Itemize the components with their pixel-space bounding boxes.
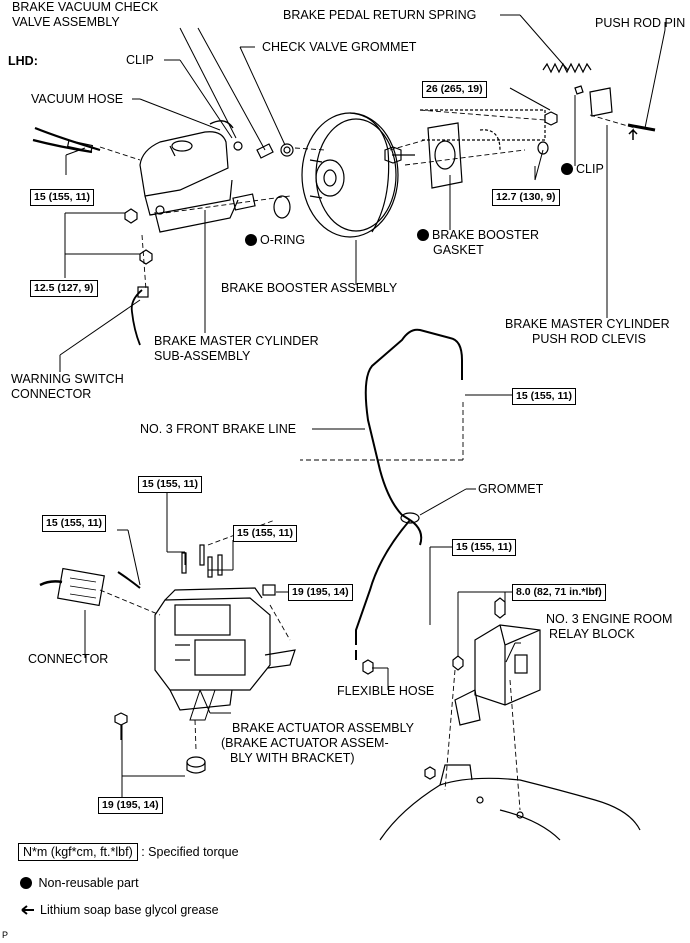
- label-vacuum-hose: VACUUM HOSE: [31, 92, 124, 106]
- label-o-ring: O-RING: [245, 233, 305, 248]
- label-brake-booster-gasket: BRAKE BOOSTER: [417, 228, 539, 243]
- legend-torque-box: N*m (kgf*cm, ft.*lbf): [18, 843, 138, 861]
- label-grommet: GROMMET: [478, 482, 544, 496]
- torque-spec-12-5: 12.5 (127, 9): [30, 280, 98, 297]
- label-brake-booster-gasket-line2: GASKET: [433, 243, 484, 257]
- brake-master-cylinder-drawing: [32, 120, 294, 346]
- label-push-rod-pin: PUSH ROD PIN: [595, 16, 686, 30]
- label-clip-right: CLIP: [561, 162, 604, 177]
- torque-spec-15-actuator-right: 15 (155, 11): [233, 525, 298, 542]
- non-reusable-dot-icon: [20, 877, 32, 889]
- dashed-guides: [99, 109, 636, 811]
- torque-spec-12-7: 12.7 (130, 9): [492, 189, 560, 206]
- legend-torque: N*m (kgf*cm, ft.*lbf) : Specified torque: [18, 843, 239, 861]
- label-o-ring-text: O-RING: [260, 233, 306, 247]
- legend-non-reusable: Non-reusable part: [20, 876, 139, 891]
- non-reusable-dot-icon: [561, 163, 573, 175]
- label-clip-right-text: CLIP: [576, 162, 604, 176]
- label-master-cylinder: BRAKE MASTER CYLINDER: [154, 334, 319, 348]
- torque-spec-19-bottom: 19 (195, 14): [98, 797, 163, 814]
- torque-spec-19-right: 19 (195, 14): [288, 584, 353, 601]
- label-check-valve-grommet: CHECK VALVE GROMMET: [262, 40, 417, 54]
- torque-spec-15-actuator-top: 15 (155, 11): [138, 476, 203, 493]
- label-brake-booster-assembly: BRAKE BOOSTER ASSEMBLY: [221, 281, 398, 295]
- non-reusable-dot-icon: [417, 229, 429, 241]
- label-front-brake-line: NO. 3 FRONT BRAKE LINE: [140, 422, 297, 436]
- legend-grease-text: Lithium soap base glycol grease: [40, 903, 219, 917]
- torque-spec-8: 8.0 (82, 71 in.*lbf): [512, 584, 606, 601]
- label-connector: CONNECTOR: [28, 652, 109, 666]
- legend-non-reusable-text: Non-reusable part: [38, 876, 139, 890]
- label-push-rod-clevis-line2: PUSH ROD CLEVIS: [532, 332, 646, 346]
- leader-lines: [59, 14, 666, 800]
- label-engine-room-relay: NO. 3 ENGINE ROOM: [546, 612, 673, 626]
- legend-torque-desc: : Specified torque: [141, 845, 239, 859]
- label-brake-actuator-line2: (BRAKE ACTUATOR ASSEM-: [221, 736, 389, 750]
- grease-arrow-icon: [21, 905, 34, 915]
- label-vacuum-check-valve: BRAKE VACUUM CHECK: [12, 0, 159, 14]
- label-lhd: LHD:: [8, 54, 38, 68]
- label-push-rod-clevis: BRAKE MASTER CYLINDER: [505, 317, 670, 331]
- label-warning-switch-line2: CONNECTOR: [11, 387, 92, 401]
- label-vacuum-check-valve-line2: VALVE ASSEMBLY: [12, 15, 120, 29]
- torque-spec-15-flex: 15 (155, 11): [452, 539, 517, 556]
- label-brake-actuator: BRAKE ACTUATOR ASSEMBLY: [232, 721, 415, 735]
- label-flexible-hose: FLEXIBLE HOSE: [337, 684, 435, 698]
- label-warning-switch: WARNING SWITCH: [11, 372, 124, 386]
- torque-spec-15-hose: 15 (155, 11): [30, 189, 95, 206]
- relay-block-drawing: [379, 597, 641, 841]
- torque-spec-15-brake-line: 15 (155, 11): [512, 388, 577, 405]
- label-brake-actuator-line3: BLY WITH BRACKET): [230, 751, 355, 765]
- torque-spec-15-actuator-left: 15 (155, 11): [42, 515, 107, 532]
- torque-spec-26: 26 (265, 19): [422, 81, 487, 98]
- brake-actuator-drawing: [39, 544, 296, 774]
- brake-line-drawing: [355, 328, 463, 675]
- label-brake-booster-gasket-text: BRAKE BOOSTER: [432, 228, 539, 242]
- label-engine-room-relay-line2: RELAY BLOCK: [549, 627, 635, 641]
- label-master-cylinder-line2: SUB-ASSEMBLY: [154, 349, 251, 363]
- label-clip-top: CLIP: [126, 53, 154, 67]
- non-reusable-dot-icon: [245, 234, 257, 246]
- label-brake-pedal-return-spring: BRAKE PEDAL RETURN SPRING: [283, 8, 477, 22]
- brake-booster-drawing: [301, 62, 656, 238]
- figure-code: P: [2, 930, 9, 940]
